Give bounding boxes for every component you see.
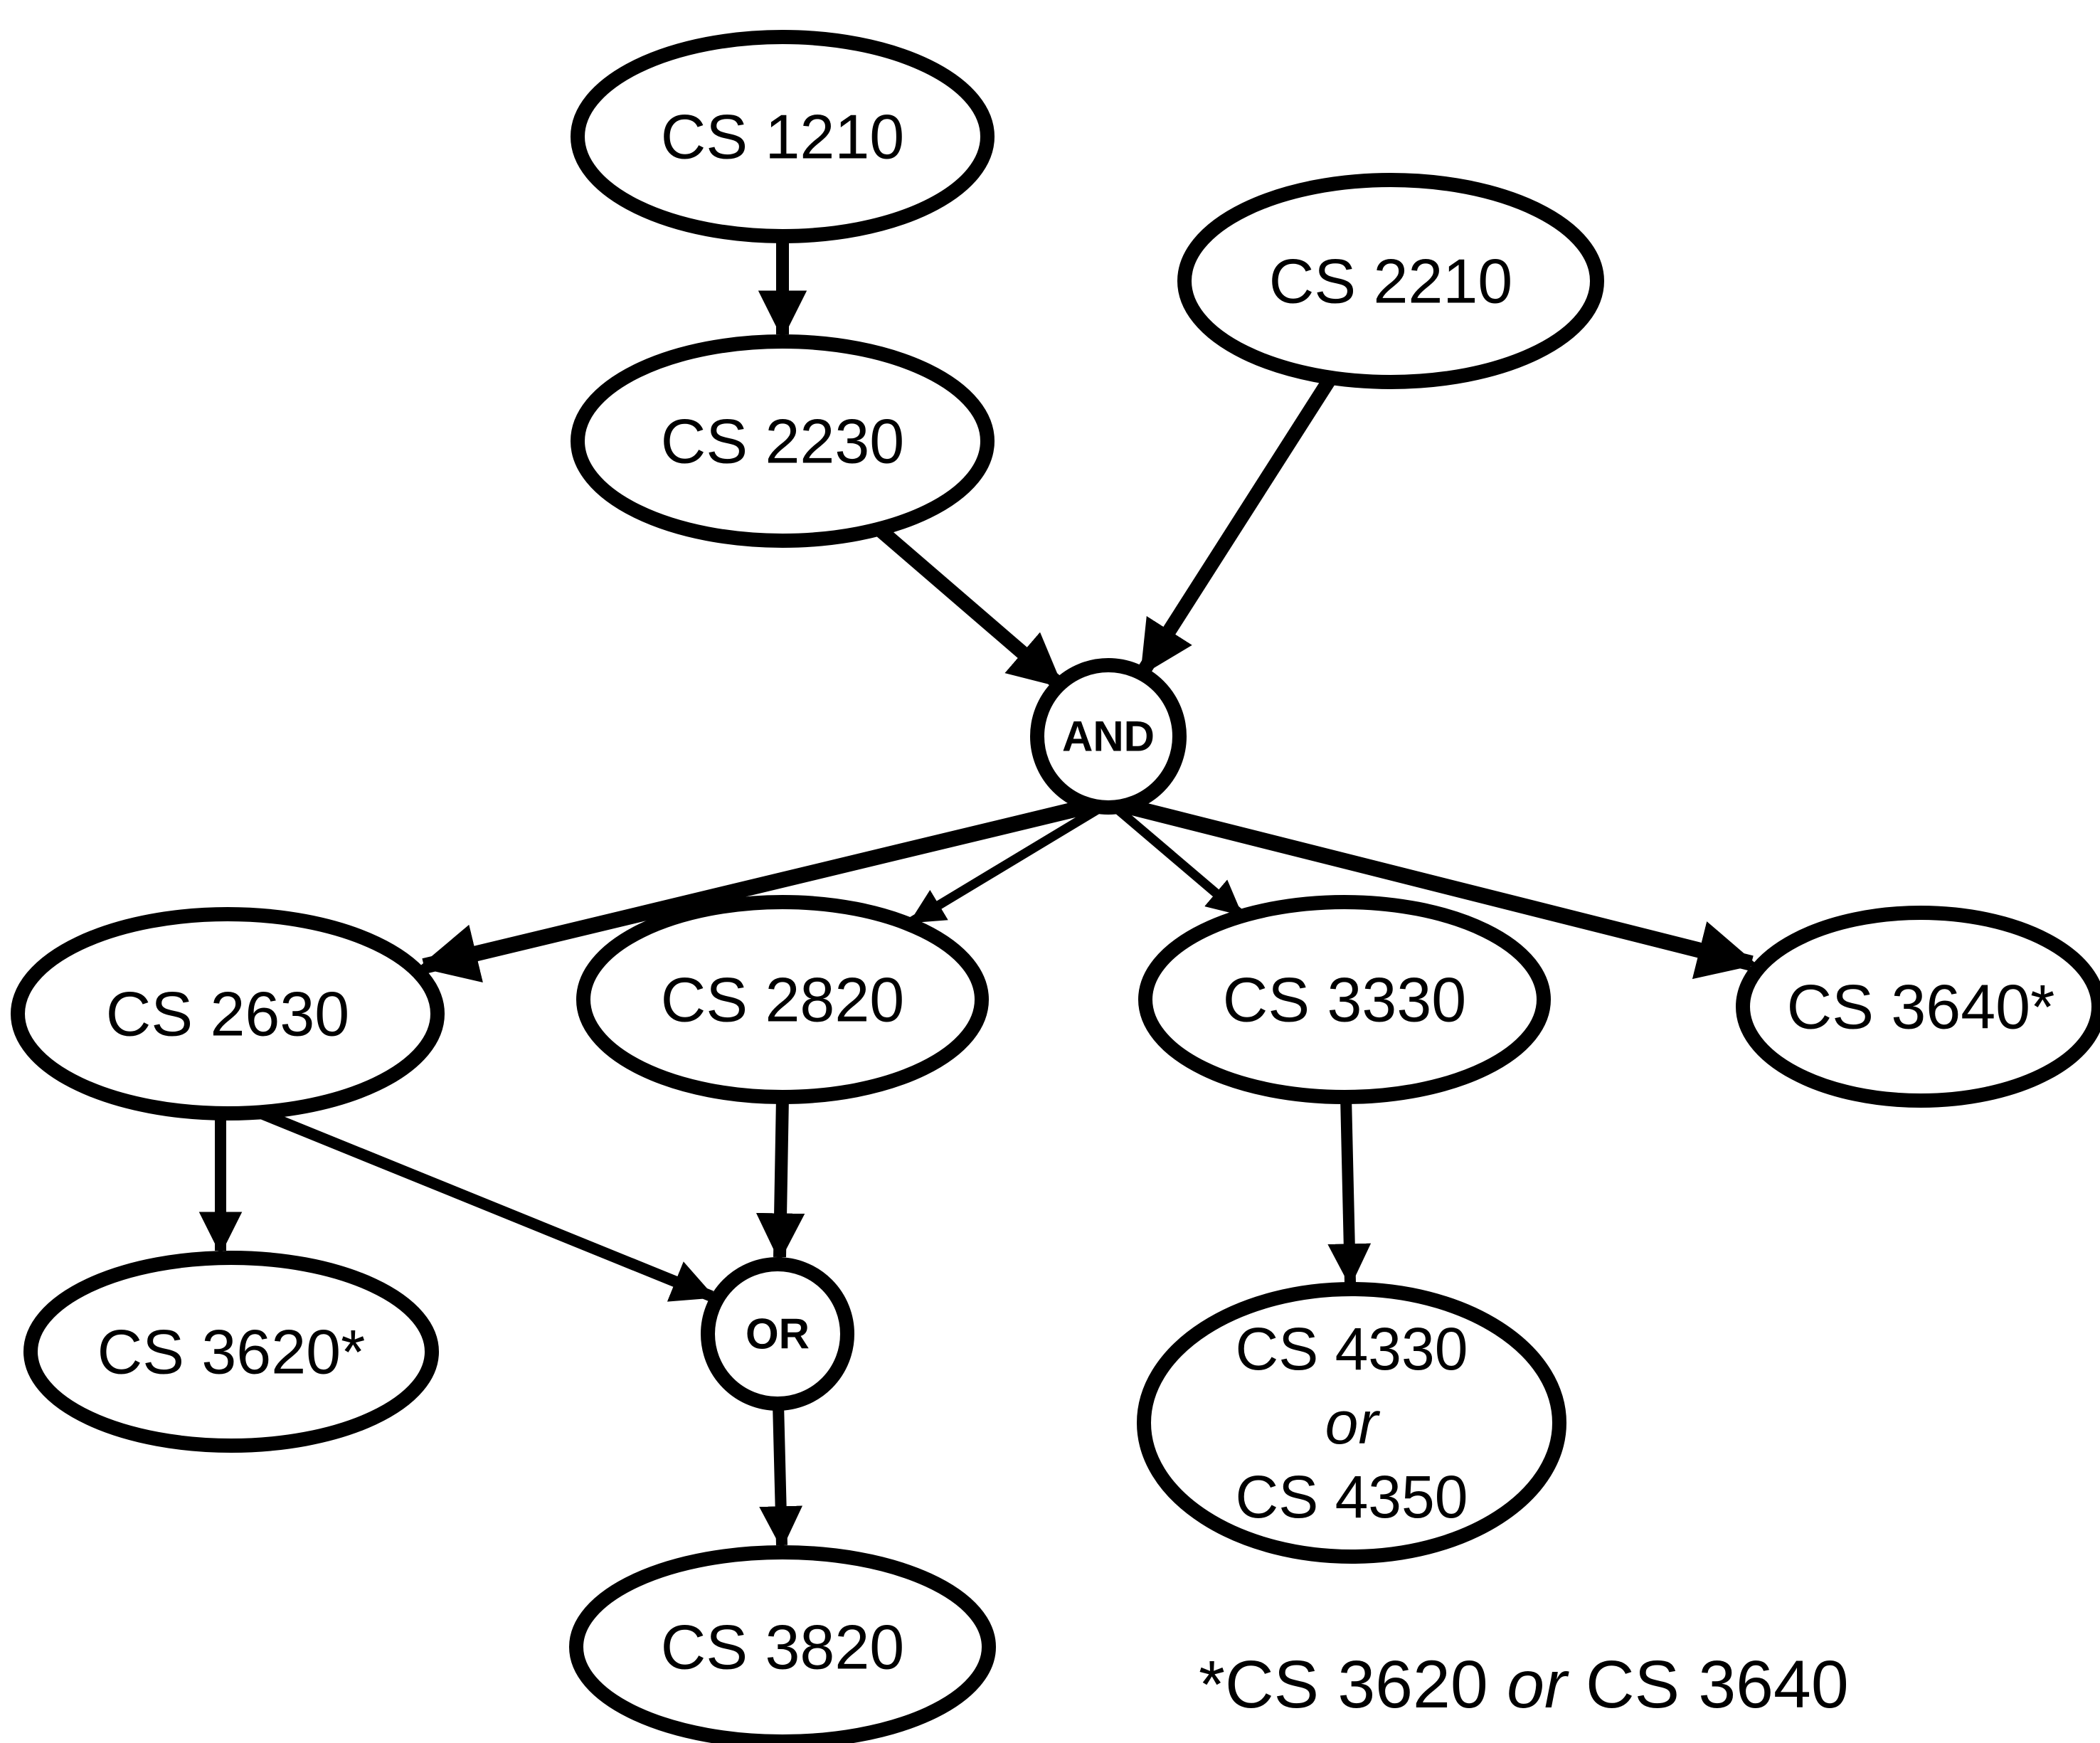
node-cs-3640: CS 3640* <box>1736 906 2100 1108</box>
course-ellipse <box>571 334 995 548</box>
node-label-line: CS 4330 <box>1236 1315 1468 1382</box>
course-ellipse <box>569 1545 996 1743</box>
edge-and-to-cs-3330 <box>1108 800 1243 917</box>
node-cs-2820: CS 2820 <box>576 895 989 1104</box>
node-label: OR <box>746 1310 810 1358</box>
node-label-line: or <box>1325 1389 1381 1456</box>
course-ellipse <box>1137 1282 1566 1564</box>
node-label: CS 2210 <box>1269 246 1512 317</box>
node-label: CS 3330 <box>1223 965 1466 1035</box>
course-ellipse <box>1736 906 2100 1108</box>
node-label: CS 3620* <box>97 1317 366 1387</box>
node-and: AND <box>1030 658 1187 815</box>
node-cs-2230: CS 2230 <box>571 334 995 548</box>
edge-and-to-cs-2630 <box>418 795 1106 983</box>
course-ellipse <box>1138 895 1551 1104</box>
node-label: CS 2820 <box>661 965 904 1035</box>
node-cs-1210: CS 1210 <box>571 30 995 243</box>
node-label: AND <box>1062 713 1155 761</box>
edge-cs-2630-to-or <box>243 1101 716 1302</box>
course-ellipse <box>1177 173 1604 389</box>
operator-circle <box>701 1257 854 1411</box>
node-label: CS 2630 <box>106 979 349 1049</box>
course-ellipse <box>23 1251 439 1453</box>
edge-cs-2210-to-and <box>1137 372 1338 677</box>
node-label: CS 1210 <box>661 102 904 172</box>
edge-or-to-cs-3820 <box>759 1403 803 1550</box>
node-cs-2630: CS 2630 <box>11 907 445 1120</box>
node-cs-3330: CS 3330 <box>1138 895 1551 1104</box>
node-cs-4330-or-4350: CS 4330 or CS 4350 <box>1137 1282 1566 1564</box>
node-or: OR <box>701 1257 854 1411</box>
course-ellipse <box>11 907 445 1120</box>
footnote-or-italic: or <box>1507 1647 1569 1722</box>
node-cs-3820: CS 3820 <box>569 1545 996 1743</box>
footnote-text: CS 3640 <box>1567 1647 1849 1722</box>
footnote: *CS 3620 or CS 3640 <box>1199 1647 1849 1722</box>
node-cs-2210: CS 2210 <box>1177 173 1604 389</box>
course-ellipse <box>571 30 995 243</box>
node-label-line: CS 4350 <box>1236 1463 1468 1530</box>
edge-and-to-cs-3640 <box>1110 795 1758 980</box>
node-label: CS 3640* <box>1787 972 2055 1042</box>
operator-circle <box>1030 658 1187 815</box>
edge-and-to-cs-2820 <box>908 800 1110 926</box>
node-label: CS 3820 <box>661 1612 904 1683</box>
node-label: CS 2230 <box>661 406 904 477</box>
course-ellipse <box>576 895 989 1104</box>
footnote-text: *CS 3620 <box>1199 1647 1507 1722</box>
edge-cs-2820-to-or <box>755 1096 805 1262</box>
edge-cs-2230-to-and <box>874 524 1064 690</box>
edge-cs-3330-to-cs-4330-or-4350 <box>1327 1096 1372 1288</box>
node-cs-3620: CS 3620* <box>23 1251 439 1453</box>
